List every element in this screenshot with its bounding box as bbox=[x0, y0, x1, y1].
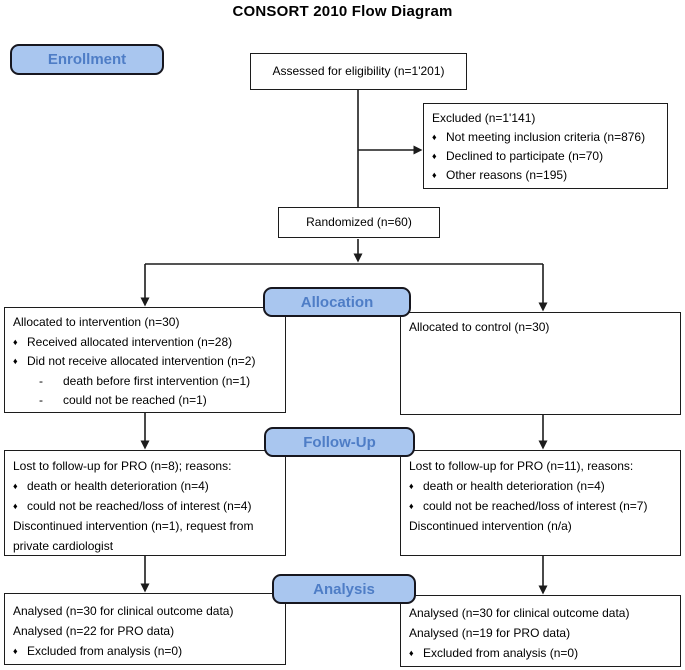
allocated-control-title: Allocated to control (n=30) bbox=[409, 320, 550, 334]
analysis-control-bullet-text: Excluded from analysis (n=0) bbox=[423, 646, 579, 660]
analysis-intervention-box: Analysed (n=30 for clinical outcome data… bbox=[4, 593, 286, 665]
diamond-bullet-icon: ♦ bbox=[409, 481, 414, 491]
excluded-bullet-row: ♦ Declined to participate (n=70) bbox=[432, 147, 659, 166]
stage-label-allocation: Allocation bbox=[263, 287, 411, 317]
allocated-intervention-bullet-row: ♦ Did not receive allocated intervention… bbox=[13, 352, 277, 372]
diamond-bullet-icon: ♦ bbox=[13, 501, 18, 511]
allocated-control-box: Allocated to control (n=30) bbox=[400, 312, 681, 415]
diamond-bullet-icon: ♦ bbox=[13, 481, 18, 491]
assessed-eligibility-box: Assessed for eligibility (n=1'201) bbox=[250, 53, 467, 90]
followup-control-note: Discontinued intervention (n/a) bbox=[409, 519, 572, 533]
allocated-intervention-subitem-row: - death before first intervention (n=1) bbox=[13, 372, 277, 392]
dash-bullet-icon: - bbox=[39, 393, 43, 407]
followup-control-title: Lost to follow-up for PRO (n=11), reason… bbox=[409, 459, 634, 473]
allocated-intervention-subitem-text: death before first intervention (n=1) bbox=[63, 373, 251, 388]
followup-intervention-bullet-text: could not be reached/loss of interest (n… bbox=[27, 499, 252, 513]
allocated-intervention-bullet-text: Did not receive allocated intervention (… bbox=[27, 354, 256, 368]
excluded-bullet-row: ♦ Not meeting inclusion criteria (n=876) bbox=[432, 128, 659, 147]
excluded-bullet-text: Not meeting inclusion criteria (n=876) bbox=[446, 130, 646, 144]
diamond-bullet-icon: ♦ bbox=[432, 132, 437, 142]
diamond-bullet-icon: ♦ bbox=[432, 170, 437, 180]
diamond-bullet-icon: ♦ bbox=[13, 336, 18, 347]
excluded-bullet-text: Other reasons (n=195) bbox=[446, 168, 568, 182]
diamond-bullet-icon: ♦ bbox=[432, 151, 437, 161]
analysis-control-line: Analysed (n=19 for PRO data) bbox=[409, 626, 571, 640]
analysis-control-bullet-row: ♦ Excluded from analysis (n=0) bbox=[409, 643, 672, 663]
analysis-control-box: Analysed (n=30 for clinical outcome data… bbox=[400, 595, 681, 667]
allocated-intervention-subitem-row: - could not be reached (n=1) bbox=[13, 391, 277, 411]
randomized-box: Randomized (n=60) bbox=[278, 207, 440, 238]
followup-control-bullet-text: could not be reached/loss of interest (n… bbox=[423, 499, 648, 513]
allocated-intervention-bullet-text: Received allocated intervention (n=28) bbox=[27, 334, 233, 349]
allocated-intervention-bullet-row: ♦ Received allocated intervention (n=28) bbox=[13, 333, 277, 353]
stage-label-enrollment: Enrollment bbox=[10, 44, 164, 75]
followup-control-bullet-row: ♦ could not be reached/loss of interest … bbox=[409, 496, 672, 516]
allocated-intervention-subitem-text: could not be reached (n=1) bbox=[63, 393, 207, 407]
analysis-intervention-line: Analysed (n=22 for PRO data) bbox=[13, 624, 175, 638]
diamond-bullet-icon: ♦ bbox=[13, 646, 18, 656]
allocated-intervention-title: Allocated to intervention (n=30) bbox=[13, 315, 180, 329]
followup-intervention-bullet-text: death or health deterioration (n=4) bbox=[27, 479, 209, 493]
diamond-bullet-icon: ♦ bbox=[13, 356, 18, 366]
analysis-intervention-bullet-row: ♦ Excluded from analysis (n=0) bbox=[13, 641, 277, 661]
followup-intervention-bullet-row: ♦ death or health deterioration (n=4) bbox=[13, 476, 277, 496]
excluded-bullet-row: ♦ Other reasons (n=195) bbox=[432, 166, 659, 185]
followup-control-bullet-row: ♦ death or health deterioration (n=4) bbox=[409, 476, 672, 496]
allocated-intervention-box: Allocated to intervention (n=30) ♦ Recei… bbox=[4, 307, 286, 413]
analysis-control-line: Analysed (n=30 for clinical outcome data… bbox=[409, 606, 630, 620]
analysis-intervention-bullet-text: Excluded from analysis (n=0) bbox=[27, 644, 183, 658]
followup-intervention-note: Discontinued intervention (n=1), request… bbox=[13, 519, 254, 553]
followup-control-bullet-text: death or health deterioration (n=4) bbox=[423, 479, 605, 493]
dash-bullet-icon: - bbox=[39, 373, 43, 388]
stage-label-analysis: Analysis bbox=[272, 574, 416, 604]
excluded-title: Excluded (n=1'141) bbox=[432, 111, 536, 125]
diamond-bullet-icon: ♦ bbox=[409, 501, 414, 511]
stage-label-followup: Follow-Up bbox=[264, 427, 415, 457]
randomized-text: Randomized (n=60) bbox=[306, 215, 412, 229]
excluded-box: Excluded (n=1'141) ♦ Not meeting inclusi… bbox=[423, 103, 668, 189]
analysis-intervention-line: Analysed (n=30 for clinical outcome data… bbox=[13, 604, 234, 618]
assessed-eligibility-text: Assessed for eligibility (n=1'201) bbox=[272, 64, 445, 78]
excluded-bullet-text: Declined to participate (n=70) bbox=[446, 149, 604, 163]
diamond-bullet-icon: ♦ bbox=[409, 648, 414, 658]
followup-intervention-box: Lost to follow-up for PRO (n=8); reasons… bbox=[4, 450, 286, 556]
followup-intervention-bullet-row: ♦ could not be reached/loss of interest … bbox=[13, 496, 277, 516]
diagram-title: CONSORT 2010 Flow Diagram bbox=[232, 3, 453, 20]
followup-intervention-title: Lost to follow-up for PRO (n=8); reasons… bbox=[13, 459, 232, 473]
followup-control-box: Lost to follow-up for PRO (n=11), reason… bbox=[400, 450, 681, 556]
